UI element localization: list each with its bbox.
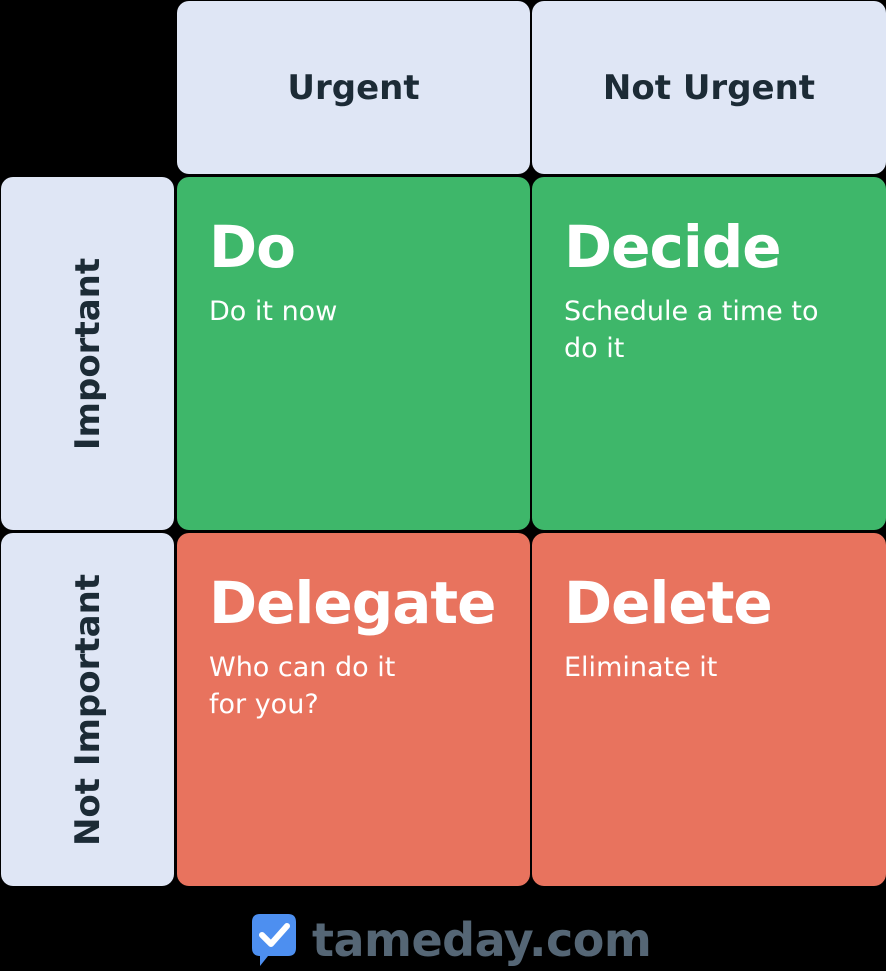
quadrant-title: Do <box>209 213 296 281</box>
brand-name: tameday.com <box>312 913 652 967</box>
quadrant-do: Do Do it now <box>177 177 530 530</box>
row-header-label: Important <box>67 257 108 450</box>
quadrant-subtitle: Do it now <box>209 296 338 327</box>
quadrant-title: Delegate <box>209 569 496 637</box>
row-header-label: Not Important <box>67 573 108 846</box>
quadrant-subtitle: Schedule a time to do it <box>564 296 819 364</box>
quadrant-delete: Delete Eliminate it <box>532 533 886 886</box>
quadrant-title: Delete <box>564 569 773 637</box>
column-header-urgent: Urgent <box>177 1 530 174</box>
row-header-important: Important <box>1 177 174 530</box>
quadrant-title: Decide <box>564 213 782 281</box>
quadrant-subtitle: Eliminate it <box>564 652 718 683</box>
column-header-not-urgent: Not Urgent <box>532 1 886 174</box>
column-header-label: Urgent <box>287 67 420 108</box>
quadrant-delegate: Delegate Who can do it for you? <box>177 533 530 886</box>
column-header-label: Not Urgent <box>602 67 816 108</box>
row-header-not-important: Not Important <box>1 533 174 886</box>
quadrant-decide: Decide Schedule a time to do it <box>532 177 886 530</box>
quadrant-subtitle: Who can do it for you? <box>209 652 396 720</box>
brand-footer: tameday.com <box>250 910 652 970</box>
checkmark-speech-bubble-icon <box>252 914 296 966</box>
